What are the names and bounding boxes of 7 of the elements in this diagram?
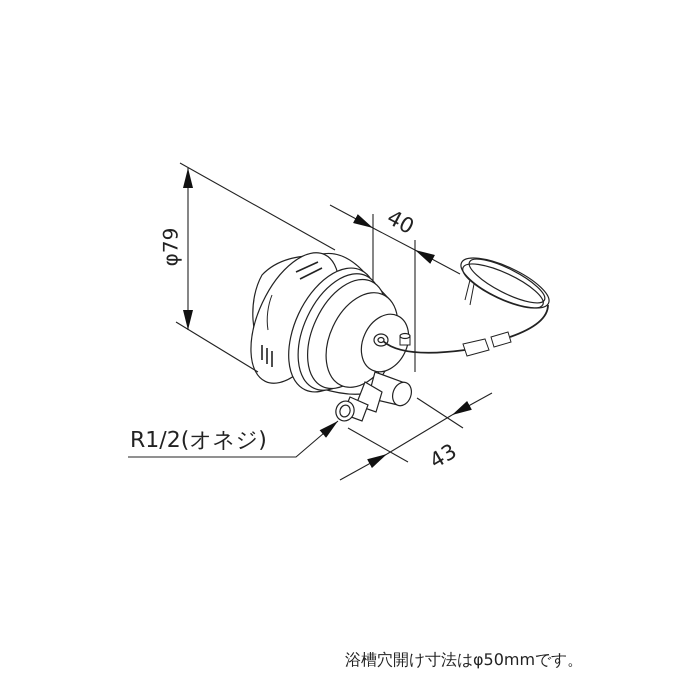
dimension-value: 43 <box>426 440 460 472</box>
pipe-fitting-drawing <box>335 371 412 422</box>
leader-line <box>128 420 338 458</box>
note-text: 浴槽穴開け寸法はφ50mmです。 <box>345 652 584 668</box>
dimension-value: φ79 <box>160 228 180 266</box>
dimension-value: 40 <box>383 206 417 238</box>
thread-label: R1/2(オネジ) <box>130 430 267 452</box>
